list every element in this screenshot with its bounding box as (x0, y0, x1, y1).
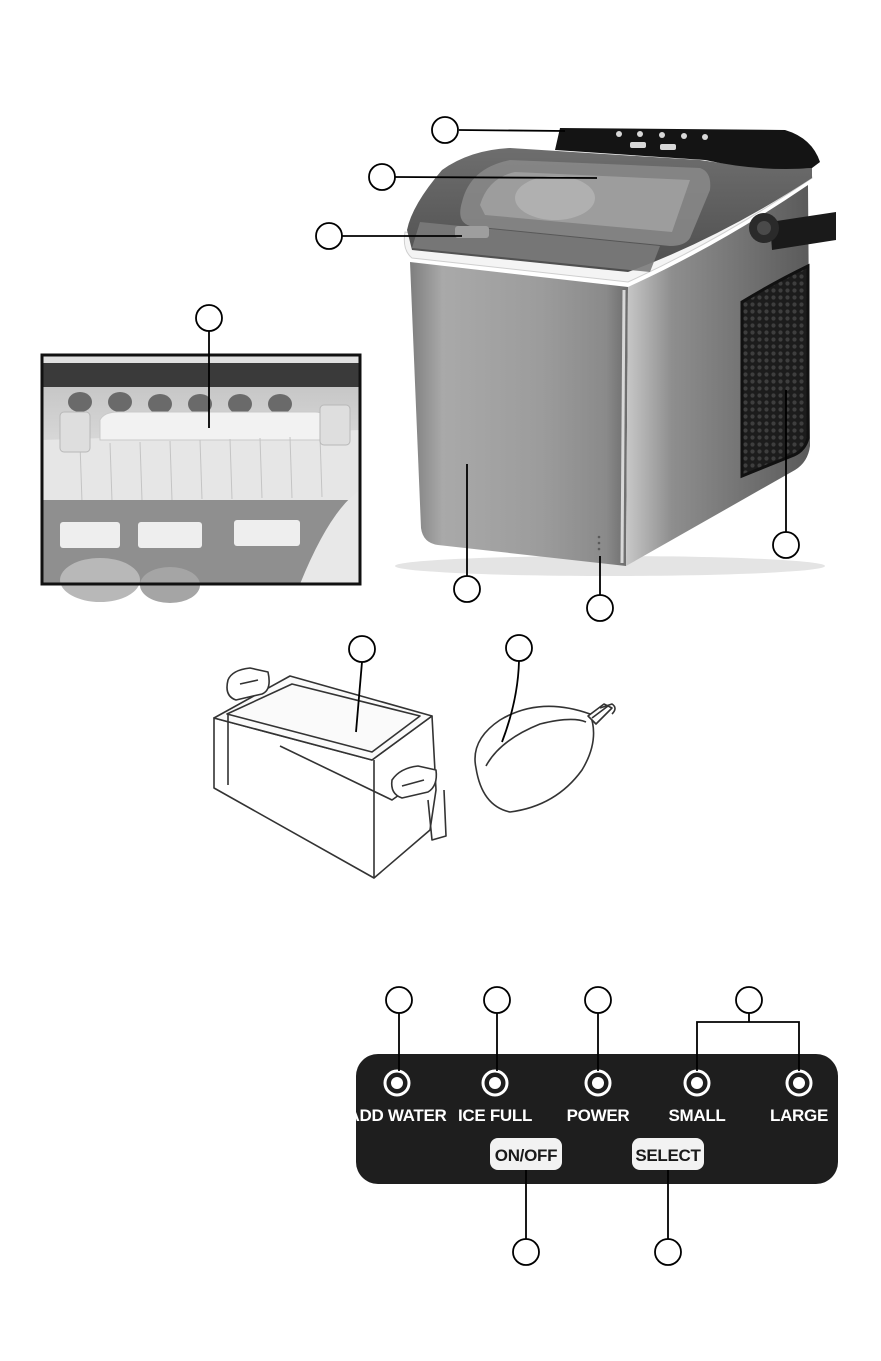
ice-maker-machine (395, 128, 836, 576)
callout-marker-lid (316, 223, 342, 249)
control-panel: ADD WATER ICE FULL POWER SMALL LARGE ON/… (348, 1054, 838, 1184)
select-label: SELECT (635, 1146, 701, 1165)
ice-basket (214, 668, 446, 878)
callout-marker-ice-full (484, 987, 510, 1013)
callout-marker-add-water (386, 987, 412, 1013)
callout-marker-drain (587, 595, 613, 621)
vent-grill (742, 266, 808, 476)
ice-full-label: ICE FULL (458, 1106, 532, 1125)
callout-marker-basket (349, 636, 375, 662)
callout-marker-window (369, 164, 395, 190)
drain-plug (598, 536, 601, 551)
select-button[interactable]: SELECT (632, 1138, 704, 1170)
callout-marker-vent (773, 532, 799, 558)
callout-marker-ice-ejector (196, 305, 222, 331)
callout-marker-control-top (432, 117, 458, 143)
machine-front-body (410, 262, 628, 566)
callout-marker-scoop (506, 635, 532, 661)
on-off-label: ON/OFF (495, 1146, 557, 1165)
on-off-button[interactable]: ON/OFF (490, 1138, 562, 1170)
large-label: LARGE (770, 1106, 828, 1125)
add-water-label: ADD WATER (348, 1106, 447, 1125)
callout-marker-select (655, 1239, 681, 1265)
callout-marker-size (736, 987, 762, 1013)
power-label: POWER (567, 1106, 630, 1125)
callout-marker-power (585, 987, 611, 1013)
callout-marker-body (454, 576, 480, 602)
small-label: SMALL (668, 1106, 725, 1125)
inset-photo (42, 355, 360, 603)
ice-scoop (475, 704, 615, 812)
callout-marker-on-off (513, 1239, 539, 1265)
